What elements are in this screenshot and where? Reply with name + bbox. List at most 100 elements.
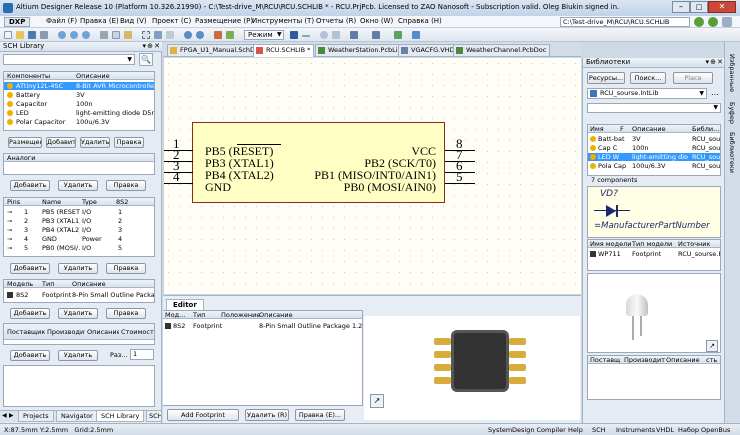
- editor-model-row[interactable]: 8S2 Footprint 8-Pin Small Outline Packag…: [163, 322, 362, 330]
- menu-edit[interactable]: Правка (E): [80, 17, 119, 25]
- library-selector[interactable]: RCU_sourse.IntLib ▼: [587, 88, 707, 99]
- dxp-menu[interactable]: DXP: [4, 17, 31, 27]
- back-icon[interactable]: [694, 17, 704, 27]
- status-instruments[interactable]: Instruments: [616, 426, 656, 434]
- resources-button[interactable]: Ресурсы...: [587, 72, 625, 84]
- grid-icon[interactable]: [350, 31, 358, 39]
- open-icon[interactable]: [16, 31, 24, 39]
- tab-vgacfg-vhd[interactable]: VGACFG.VHD: [398, 44, 459, 56]
- zoom-in-icon[interactable]: [58, 31, 66, 39]
- mode-dropdown[interactable]: Режим▼: [244, 30, 284, 40]
- component-row[interactable]: Polar Capacitor 100u/6.3V: [4, 118, 154, 126]
- library-row[interactable]: Batt-bat 3V RCU_sou: [588, 135, 720, 143]
- tab-fpga-schdoc[interactable]: FPGA_U1_Manual.SchDoc: [167, 44, 267, 56]
- pin-row[interactable]: ⊸ 5 PB0 (MOSI/... I/O 5: [4, 244, 154, 252]
- path-combo[interactable]: C:\Test-drive_M\RCU\RCU.SCHLIB: [560, 17, 690, 27]
- cut-icon[interactable]: [100, 31, 108, 39]
- tab-navigator[interactable]: Navigator: [56, 411, 98, 422]
- panel-close-icon[interactable]: ✕: [154, 42, 160, 50]
- status-openbus[interactable]: Набор OpenBus: [678, 426, 731, 434]
- symbol-preview[interactable]: VD? =ManufacturerPartNumber: [587, 186, 721, 238]
- pin-row[interactable]: ⊸ 2 PB3 (XTAL1) I/O 2: [4, 217, 154, 225]
- panel-menu-icon[interactable]: ▾: [142, 42, 146, 50]
- pin-row[interactable]: ⊸ 3 PB4 (XTAL2) I/O 3: [4, 226, 154, 234]
- qty-input[interactable]: 1: [130, 349, 154, 360]
- edit-model-button-editor[interactable]: Правка (E)...: [295, 409, 345, 421]
- library-filter-input[interactable]: ▼: [587, 103, 721, 113]
- panel-menu-icon[interactable]: ▾: [705, 58, 709, 66]
- pin-icon[interactable]: ⊕: [147, 42, 153, 50]
- place-component-button[interactable]: Размещение: [8, 137, 42, 148]
- print-icon[interactable]: [40, 31, 48, 39]
- library-options-icon[interactable]: …: [711, 88, 719, 97]
- undo-icon[interactable]: [184, 31, 192, 39]
- component-row[interactable]: ATtiny12L-4SC 8-Bit AVR Microcontroller: [4, 82, 154, 90]
- tab-sch[interactable]: SCH: [146, 411, 162, 422]
- filter-icon[interactable]: [226, 31, 234, 39]
- add-component-button[interactable]: Добавить: [46, 137, 76, 148]
- status-vhdl[interactable]: VHDL: [656, 426, 674, 434]
- delete-component-button[interactable]: Удалить: [80, 137, 110, 148]
- search-button[interactable]: Поиск...: [630, 72, 666, 84]
- tab-projects[interactable]: Projects: [18, 411, 54, 422]
- footprint-preview[interactable]: ↗: [364, 316, 580, 420]
- status-sch[interactable]: SCH: [592, 426, 606, 434]
- menu-view[interactable]: Вид (V): [120, 17, 147, 25]
- arc-icon[interactable]: [320, 31, 328, 39]
- redo-icon[interactable]: [196, 31, 204, 39]
- add-model-button[interactable]: Добавить: [10, 308, 50, 319]
- search-icon[interactable]: 🔍: [139, 53, 153, 66]
- add-pin-button[interactable]: Добавить: [10, 263, 50, 274]
- add-footprint-button[interactable]: Add Footprint: [167, 409, 239, 421]
- filter-combo[interactable]: ▼: [3, 54, 135, 65]
- delete-pin-button[interactable]: Удалить: [58, 263, 98, 274]
- edit-component-button[interactable]: Правка: [114, 137, 144, 148]
- tab-weatherchannel-pcbdoc[interactable]: WeatherChannel.PcbDoc: [453, 44, 551, 56]
- tab-rcu-schlib[interactable]: RCU.SCHLIB *: [253, 44, 315, 57]
- component-wizard-icon[interactable]: [394, 31, 402, 39]
- vtab-libraries[interactable]: Библиотеки: [728, 132, 736, 173]
- place-button[interactable]: Place: [673, 72, 713, 84]
- menu-project[interactable]: Проект (C): [152, 17, 192, 25]
- align-icon[interactable]: [372, 31, 380, 39]
- component-row[interactable]: Battery 3V: [4, 91, 154, 99]
- edit-alias-button[interactable]: Правка: [106, 180, 146, 191]
- delete-supplier-button[interactable]: Удалить: [58, 350, 98, 361]
- pin-row[interactable]: ⊸ 1 PB5 (RESET) I/O 1: [4, 208, 154, 216]
- component-row[interactable]: Capacitor 100n: [4, 100, 154, 108]
- library-row[interactable]: Cap C 100n RCU_sou: [588, 144, 720, 152]
- add-alias-button[interactable]: Добавить: [10, 180, 50, 191]
- status-system[interactable]: System: [488, 426, 513, 434]
- pin-icon[interactable]: ⊕: [710, 58, 716, 66]
- deselect-icon[interactable]: [166, 31, 174, 39]
- model-row[interactable]: 8S2 Footprint 8-Pin Small Outline Packag…: [4, 291, 154, 299]
- status-design-compiler[interactable]: Design Compiler: [512, 426, 566, 434]
- place-pin-icon[interactable]: [290, 31, 298, 39]
- zoom-out-icon[interactable]: [70, 31, 78, 39]
- tab-scroll-right-icon[interactable]: ▶: [9, 412, 14, 419]
- component-body[interactable]: [192, 122, 445, 203]
- zoom-fit-icon[interactable]: [82, 31, 90, 39]
- select-icon[interactable]: [142, 31, 150, 39]
- library-row[interactable]: Pola Cap 100u/6.3V RCU_sou: [588, 162, 720, 170]
- menu-window[interactable]: Окно (W): [360, 17, 394, 25]
- status-help[interactable]: Help: [568, 426, 583, 434]
- check-icon[interactable]: [412, 31, 420, 39]
- edit-pin-button[interactable]: Правка: [106, 263, 146, 274]
- 3d-view-icon[interactable]: ↗: [706, 340, 718, 352]
- save-icon[interactable]: [28, 31, 36, 39]
- text-icon[interactable]: [332, 31, 340, 39]
- pin-row[interactable]: ⊸ 4 GND Power 4: [4, 235, 154, 243]
- component-row[interactable]: LED light-emitting diode D5mm: [4, 109, 154, 117]
- editor-tab[interactable]: Editor: [166, 299, 204, 310]
- 3d-view-icon[interactable]: ↗: [370, 394, 384, 408]
- tab-sch-library[interactable]: SCH Library: [96, 411, 145, 422]
- new-icon[interactable]: [4, 31, 12, 39]
- maximize-button[interactable]: □: [690, 1, 708, 13]
- copy-icon[interactable]: [112, 31, 120, 39]
- model-3d-preview[interactable]: ↗: [587, 273, 721, 353]
- line-icon[interactable]: [302, 35, 310, 37]
- menu-reports[interactable]: Отчеты (R): [316, 17, 357, 25]
- tab-weatherstation-pcblib[interactable]: WeatherStation.PcbLib: [315, 44, 406, 56]
- tab-scroll-left-icon[interactable]: ◀: [2, 412, 7, 419]
